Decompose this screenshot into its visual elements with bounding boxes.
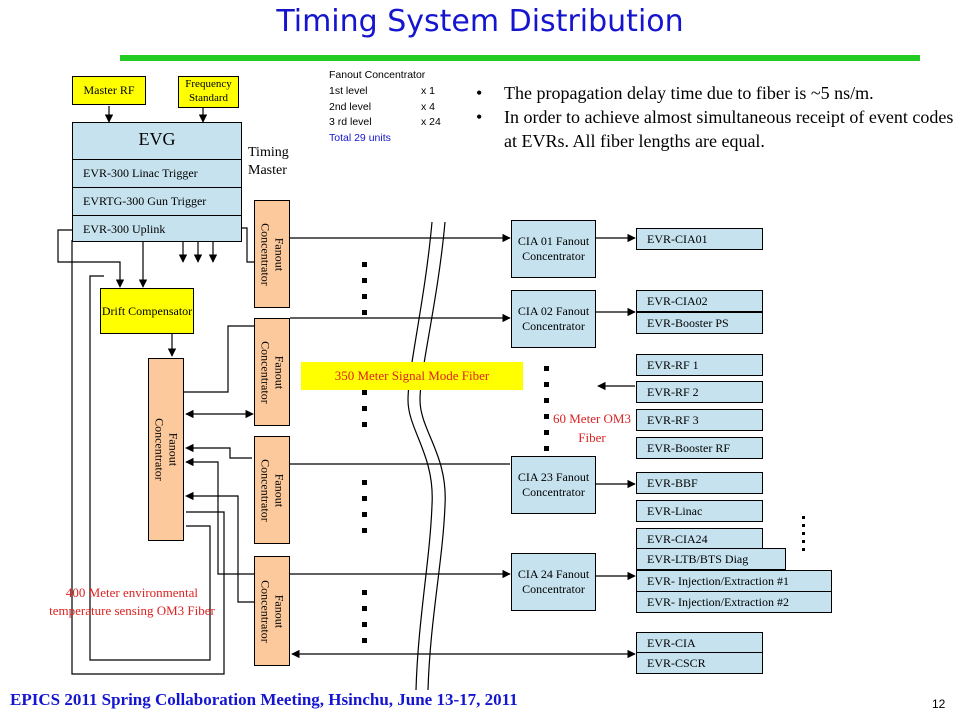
master-rf-box: Master RF (72, 76, 146, 105)
fanout-concentrator-level2-4: Fanout Concentrator (254, 556, 290, 666)
level-2-count: x 4 (421, 100, 436, 113)
fanout-concentrator-level1: Fanout Concentrator (148, 358, 184, 541)
evr-cia02-box: EVR-CIA02 (636, 290, 763, 312)
cia-01-box: CIA 01 Fanout Concentrator (511, 220, 596, 278)
bullet-list: •The propagation delay time due to fiber… (474, 82, 954, 154)
fiber-60m-label: 60 Meter OM3 Fiber (553, 411, 631, 445)
fanout-concentrator-level2-3: Fanout Concentrator (254, 436, 290, 544)
fanout-label: Fanout Concentrator (258, 458, 287, 522)
fanout-concentrator-level2-2: Fanout Concentrator (254, 318, 290, 426)
timing-master-label: Timing Master (248, 145, 289, 179)
evr-booster-rf-box: EVR-Booster RF (636, 437, 763, 459)
fanout-label: Fanout Concentrator (258, 222, 287, 286)
bullet-item: •The propagation delay time due to fiber… (476, 83, 874, 103)
fanout-label: Fanout Concentrator (258, 340, 287, 404)
page-title: Timing System Distribution (276, 4, 684, 39)
level-3-label: 3 rd level (329, 116, 372, 129)
evr-cia-box: EVR-CIA (636, 632, 763, 654)
evr-rf2-box: EVR-RF 2 (636, 381, 763, 403)
cia-24-box: CIA 24 Fanout Concentrator (511, 553, 596, 611)
frequency-standard-box: Frequency Standard (178, 76, 239, 108)
evr-booster-ps-box: EVR-Booster PS (636, 312, 763, 334)
evr-injection-extraction-2-box: EVR- Injection/Extraction #2 (636, 591, 832, 613)
level-3-count: x 24 (421, 116, 441, 129)
fanout-note-heading: Fanout Concentrator (329, 69, 426, 81)
fanout-concentrator-note: Fanout Concentrator 1st level x 1 2nd lev… (329, 68, 441, 147)
evr-bbf-box: EVR-BBF (636, 472, 763, 494)
footer-text: EPICS 2011 Spring Collaboration Meeting,… (10, 690, 518, 709)
bullet-item: •In order to achieve almost simultaneous… (476, 106, 954, 151)
evr-ltb-bts-diag-box: EVR-LTB/BTS Diag (636, 548, 786, 570)
fanout-label: Fanout Concentrator (258, 579, 287, 643)
fanout-label: Fanout Concentrator (152, 418, 181, 481)
evr-linac-box: EVR-Linac (636, 500, 763, 522)
evg-row-linac-trigger: EVR-300 Linac Trigger (73, 159, 241, 187)
evr-rf3-box: EVR-RF 3 (636, 409, 763, 431)
evr-rf1-box: EVR-RF 1 (636, 354, 763, 376)
page-number: 12 (932, 697, 946, 711)
bullet-text: In order to achieve almost simultaneous … (504, 106, 954, 151)
fiber-350m-label: 350 Meter Signal Mode Fiber (301, 362, 523, 390)
evr-cia24-box: EVR-CIA24 (636, 528, 763, 550)
bullet-text: The propagation delay time due to fiber … (504, 83, 874, 103)
cia-02-box: CIA 02 Fanout Concentrator (511, 290, 596, 348)
evg-block: EVG EVR-300 Linac Trigger EVRTG-300 Gun … (72, 122, 242, 242)
fiber-400m-label: 400 Meter environmental temperature sens… (49, 585, 215, 619)
drift-compensator-box: Drift Compensator (100, 288, 194, 334)
evg-title: EVG (138, 129, 176, 149)
level-1-count: x 1 (421, 84, 436, 97)
title-underline (120, 55, 920, 61)
level-2-label: 2nd level (329, 100, 372, 113)
level-1-label: 1st level (329, 84, 368, 97)
fanout-concentrator-level2-1: Fanout Concentrator (254, 200, 290, 308)
evg-row-gun-trigger: EVRTG-300 Gun Trigger (73, 187, 241, 215)
cia-23-box: CIA 23 Fanout Concentrator (511, 456, 596, 514)
evg-row-uplink: EVR-300 Uplink (73, 215, 241, 242)
fanout-note-total: Total 29 units (329, 132, 391, 144)
evr-cscr-box: EVR-CSCR (636, 652, 763, 674)
evr-injection-extraction-1-box: EVR- Injection/Extraction #1 (636, 570, 832, 592)
evr-cia01-box: EVR-CIA01 (636, 228, 763, 250)
